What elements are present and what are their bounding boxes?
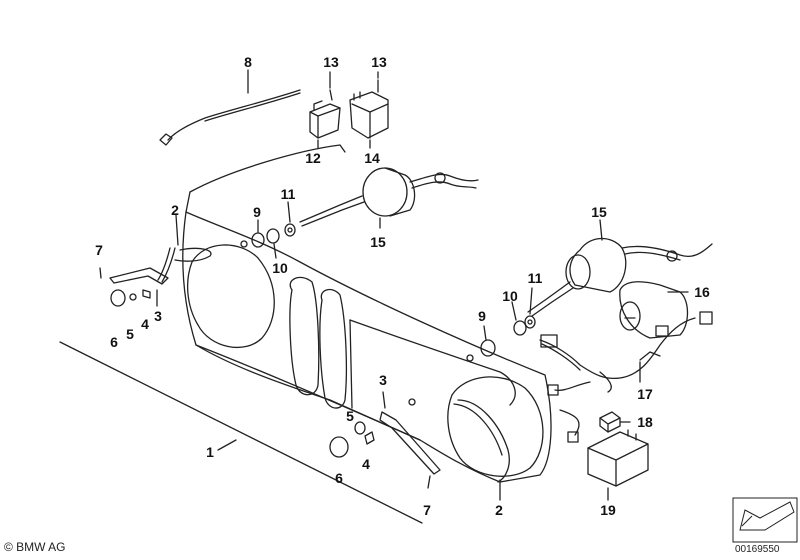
leader-3b [383,392,385,408]
leader-9b [484,326,486,340]
left-headlamp [188,245,275,347]
leader-10b [512,302,516,320]
label-15b: 15 [591,204,607,220]
screw-7b [428,476,430,488]
label-11b: 11 [527,270,543,286]
cable-part-8 [160,90,300,145]
label-7b: 7 [423,502,431,518]
upper-fasteners [252,224,295,247]
wiper-motor-upper [300,168,478,226]
leader-11a [288,202,290,222]
block-part-18 [600,412,620,432]
label-18: 18 [637,414,653,430]
screw-13a [330,90,332,100]
label-6a: 6 [110,334,118,350]
label-17: 17 [637,386,653,402]
wiper-motor-lower [528,238,712,316]
cap-6a [111,290,125,306]
washer-5b [355,422,365,434]
cap-6b [330,437,348,457]
leader-15b [600,220,602,240]
label-11a: 11 [280,186,296,202]
label-7a: 7 [95,242,103,258]
label-3a: 3 [154,308,162,324]
leader-1 [218,440,236,450]
label-13a: 13 [323,54,339,70]
label-15a: 15 [370,234,386,250]
mount-hole [467,355,473,361]
lower-fasteners [481,316,535,356]
washer-5a [130,294,136,300]
leader-2a [176,215,178,245]
label-10a: 10 [272,260,288,276]
label-12: 12 [305,150,321,166]
catalog-number: 00169550 [735,544,780,555]
cylinder-part-16 [620,282,688,338]
label-9b: 9 [478,308,486,324]
relay-part-14 [350,92,388,138]
label-6b: 6 [335,470,343,486]
nut-4a [143,290,150,298]
label-8: 8 [244,54,252,70]
label-5a: 5 [126,326,134,342]
nut-4b [365,432,374,444]
label-4a: 4 [141,316,149,332]
wiring-harness-17 [540,312,712,442]
mount-hole [241,241,247,247]
right-grille-panel [350,320,515,408]
label-10b: 10 [502,288,518,304]
leader-10a [274,244,276,258]
copyright-text: © BMW AG [4,540,66,554]
left-wiper-arm [110,248,211,284]
right-headlamp [448,377,543,476]
label-19: 19 [600,502,616,518]
label-13b: 13 [371,54,387,70]
relay-box-part-19 [588,430,648,486]
screw-7a [100,268,101,278]
label-3b: 3 [379,372,387,388]
catalog-icon [733,498,797,542]
label-2b: 2 [495,502,503,518]
right-wiper-arm [380,400,509,482]
label-5b: 5 [346,408,354,424]
leader-11b [530,288,532,314]
relay-part-12 [310,101,340,138]
label-1: 1 [206,444,214,460]
kidney-grilles [290,277,346,408]
label-9a: 9 [253,204,261,220]
label-14: 14 [364,150,380,166]
mount-hole [409,399,415,405]
label-4b: 4 [362,456,370,472]
body-reference-line [60,342,422,523]
label-2a: 2 [171,202,179,218]
label-16: 16 [694,284,710,300]
